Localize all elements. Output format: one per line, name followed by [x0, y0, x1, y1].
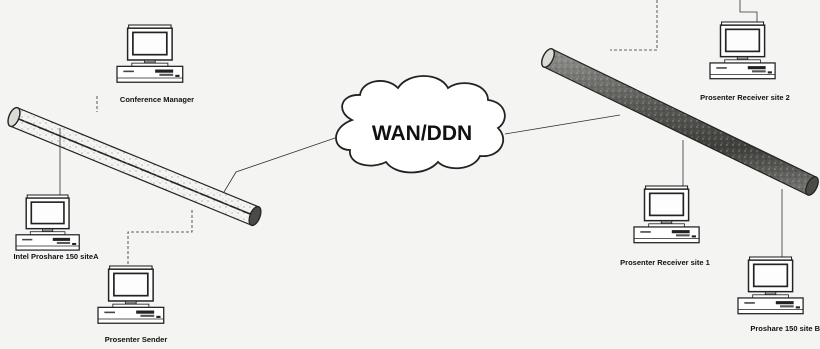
- node-presenter-sender: Prosenter Sender: [97, 265, 168, 344]
- wan-cloud: WAN/DDN: [335, 75, 506, 174]
- connections: [59, 0, 783, 266]
- node-label-intel-proshare-a: Intel Proshare 150 siteA: [13, 252, 99, 261]
- link-pipe-left-cloud: [223, 136, 339, 193]
- computer-icon: [97, 265, 165, 325]
- node-label-conference-manager: Conference Manager: [120, 95, 194, 104]
- computer-icon: [15, 194, 81, 251]
- computer-icon: [737, 256, 804, 315]
- link-sender-pipe: [127, 210, 193, 266]
- node-label-proshare-150-b: Proshare 150 site B: [750, 324, 820, 333]
- computer-icon: [116, 24, 184, 84]
- node-intel-proshare-a: Intel Proshare 150 siteA: [13, 194, 99, 261]
- node-presenter-receiver-2: Prosenter Receiver site 2: [700, 21, 790, 102]
- computer-icon: [709, 21, 776, 80]
- wan-ddn-label: WAN/DDN: [372, 122, 472, 145]
- node-label-presenter-receiver-1: Prosenter Receiver site 1: [620, 258, 710, 267]
- backbone-pipe-right: [541, 48, 819, 196]
- link-cloud-pipe-right: [504, 114, 621, 135]
- computer-icon: [633, 185, 700, 244]
- link-top-right: [610, 0, 658, 51]
- node-proshare-150-b: Proshare 150 site B: [737, 256, 820, 333]
- backbone-pipe-left: [7, 106, 262, 227]
- node-presenter-receiver-1: Prosenter Receiver site 1: [620, 185, 710, 267]
- node-label-presenter-receiver-2: Prosenter Receiver site 2: [700, 93, 790, 102]
- node-conference-manager: Conference Manager: [116, 24, 194, 104]
- link-site2-up: [739, 0, 758, 22]
- node-label-presenter-sender: Prosenter Sender: [105, 335, 168, 344]
